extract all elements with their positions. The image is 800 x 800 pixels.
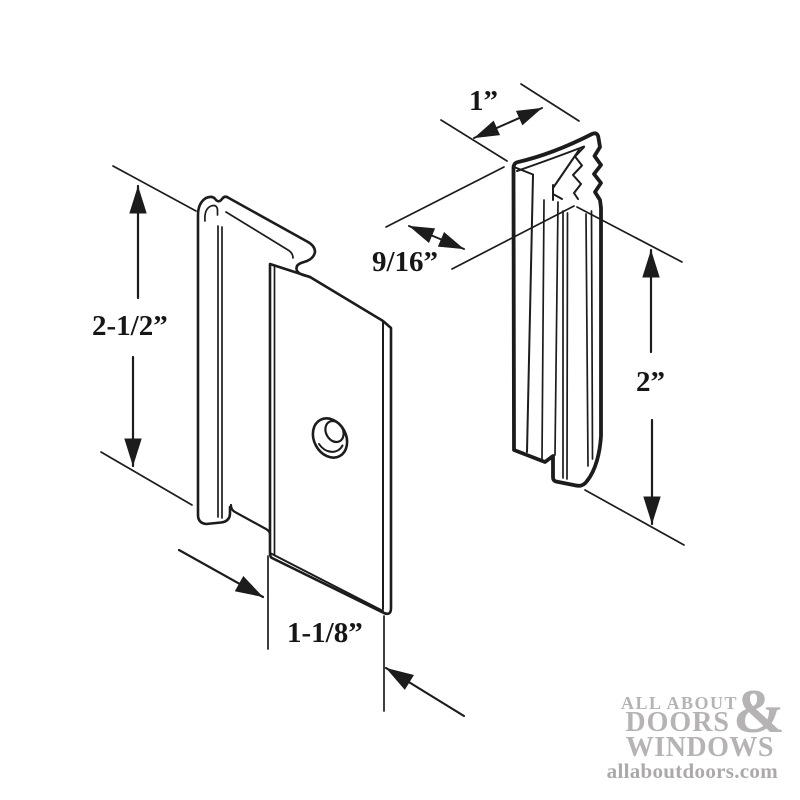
logo-line-all-about: ALL ABOUT	[620, 693, 738, 713]
bracket-strip-curl-inner	[204, 204, 219, 222]
logo-line-doors: DOORS	[625, 707, 730, 738]
dim-label-right-height: 2”	[636, 366, 665, 398]
channel-break-lines	[552, 149, 580, 201]
dim-label-top-depth: 1”	[469, 85, 498, 117]
left-bracket-part	[196, 195, 393, 616]
dim-label-left-height: 2-1/2”	[92, 310, 168, 342]
dim-label-bottom-width: 1-1/8”	[287, 617, 363, 649]
watermark-logo: ALL ABOUT & DOORS WINDOWS allaboutdoors.…	[600, 681, 795, 787]
logo-website: allaboutdoors.com	[606, 759, 778, 783]
logo-ampersand: &	[733, 678, 785, 746]
dim-left-height-ext-bottom	[100, 451, 193, 506]
dim-top-depth-ext-right	[520, 83, 580, 122]
screw-hole-countersink-arc	[318, 443, 344, 453]
bracket-strip-foot-edge	[229, 503, 272, 537]
bracket-flange-top-edge	[225, 195, 317, 279]
channel-face-edge-line	[526, 174, 534, 453]
dim-left-height-ext-top	[112, 165, 197, 212]
dim-side-depth-arrow	[408, 225, 465, 250]
channel-profile-lines	[541, 199, 594, 480]
right-channel-part	[511, 131, 603, 488]
dim-right-height-ext-bottom	[584, 489, 685, 546]
dim-label-side-depth: 9/16”	[372, 246, 439, 278]
dim-top-depth-ext-left	[440, 119, 508, 162]
dim-side-depth-ext-upper	[385, 166, 505, 228]
dim-top-depth-arrow	[473, 107, 543, 139]
bracket-strip-inner-lines	[217, 225, 223, 519]
dim-side-depth-ext-lower	[451, 205, 575, 270]
channel-face-top-edge	[513, 166, 534, 176]
dim-bottom-width-arrow-left	[177, 548, 265, 599]
dim-right-height-ext-top	[576, 206, 683, 263]
dimension-lines	[100, 83, 685, 718]
screw-hole-inner	[324, 419, 345, 444]
bracket-flange-inner-edge	[225, 211, 294, 259]
logo-line-windows: WINDOWS	[625, 732, 774, 763]
channel-top-inner-curve	[516, 145, 585, 172]
dim-bottom-width-arrow-right	[384, 666, 466, 718]
bracket-plate-inner-edges	[269, 321, 384, 612]
bracket-strip-outline	[196, 195, 232, 526]
